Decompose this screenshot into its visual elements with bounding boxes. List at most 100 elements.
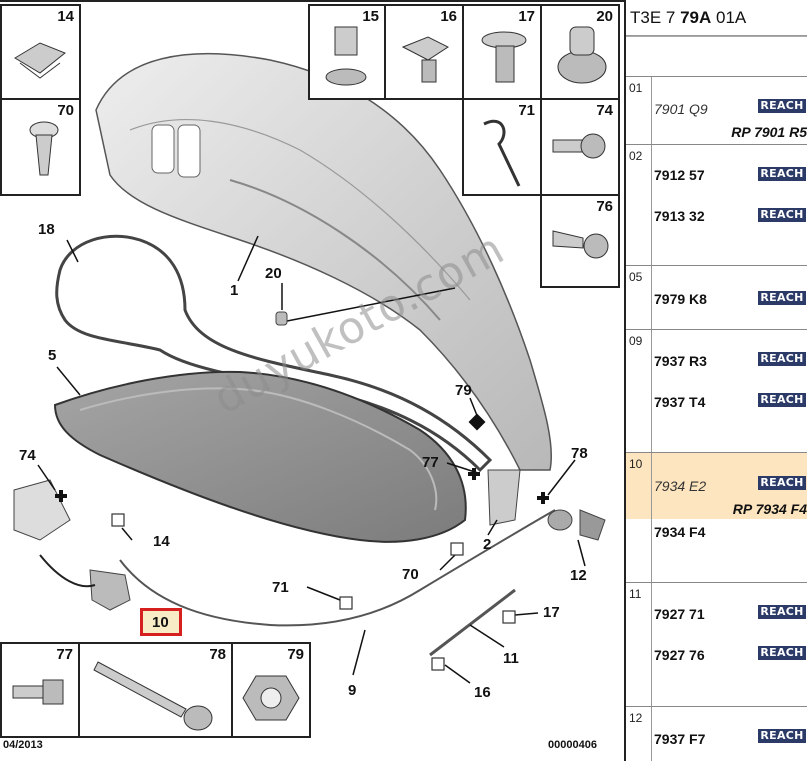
group-01[interactable]: 01 7901 Q9 REACH RP 7901 R5 xyxy=(626,76,807,144)
hood-seal xyxy=(55,234,493,473)
ref-18: 18 xyxy=(38,221,55,238)
group-05[interactable]: 05 7979 K8 REACH xyxy=(626,265,807,329)
footer-date: 04/2013 xyxy=(3,739,43,751)
ref-16: 16 xyxy=(474,684,491,701)
group-code: 01 xyxy=(629,81,643,95)
part-number[interactable]: 7913 32 xyxy=(654,208,705,224)
header-bold: 79A xyxy=(680,8,712,27)
ref-11: 11 xyxy=(503,650,519,667)
screw-icon xyxy=(552,133,606,159)
detail-cell-74[interactable]: 74 xyxy=(540,98,620,196)
ref-14: 14 xyxy=(153,533,170,550)
ref-78: 78 xyxy=(571,445,588,462)
leader-lines xyxy=(37,235,586,684)
rod-clip-icon xyxy=(481,31,527,83)
plug-icon xyxy=(325,26,367,86)
ref-5: 5 xyxy=(48,347,57,364)
part-number[interactable]: 7937 F7 xyxy=(654,731,706,747)
detail-cell-15[interactable]: 15 xyxy=(308,4,386,100)
detail-cell-20[interactable]: 20 xyxy=(540,4,620,100)
part-number[interactable]: 7927 76 xyxy=(654,647,705,663)
detail-cell-76[interactable]: 76 xyxy=(540,194,620,288)
group-code: 09 xyxy=(629,334,643,348)
reach-badge: REACH xyxy=(758,208,806,222)
parts-panel: T3E 7 79A 01A 01 7901 Q9 REACH RP 7901 R… xyxy=(624,0,807,761)
part-number[interactable]: 7901 Q9 xyxy=(654,101,708,117)
reach-badge: REACH xyxy=(758,99,806,113)
reach-badge: REACH xyxy=(758,605,806,619)
ref-9: 9 xyxy=(348,682,357,699)
part-number[interactable]: 7937 T4 xyxy=(654,394,706,410)
detail-cell-16[interactable]: 16 xyxy=(384,4,464,100)
diagram-drawing xyxy=(0,0,624,684)
header-prefix: T3E 7 xyxy=(630,8,681,27)
cell-number: 16 xyxy=(440,8,457,25)
cell-number: 74 xyxy=(596,102,613,119)
header-suffix: 01A xyxy=(711,8,747,27)
ref-12: 12 xyxy=(570,567,587,584)
long-bolt-icon xyxy=(93,661,213,731)
hood-panel xyxy=(95,52,553,471)
detail-cell-78[interactable]: 78 xyxy=(78,642,233,738)
prop-rod xyxy=(429,588,516,657)
replacement-number[interactable]: RP 7901 R5 xyxy=(731,124,807,140)
detail-cell-14[interactable]: 14 xyxy=(0,4,81,100)
insulation-pad xyxy=(53,370,467,543)
replacement-number[interactable]: RP 7934 F4 xyxy=(732,501,807,517)
group-code: 12 xyxy=(629,711,643,725)
latch xyxy=(13,479,131,611)
ref-10-highlighted[interactable]: 10 xyxy=(140,608,182,636)
ref-74: 74 xyxy=(19,447,36,464)
cell-number: 77 xyxy=(56,646,73,663)
reach-badge: REACH xyxy=(758,646,806,660)
nut-icon xyxy=(242,675,300,721)
self-tapping-screw-icon xyxy=(552,230,609,259)
detail-cell-77[interactable]: 77 xyxy=(0,642,80,738)
cell-number: 71 xyxy=(518,102,535,119)
group-09[interactable]: 09 7937 R3 REACH 7937 T4 REACH xyxy=(626,329,807,452)
cell-number: 15 xyxy=(362,8,379,25)
reach-badge: REACH xyxy=(758,291,806,305)
group-10[interactable]: 10 7934 E2 REACH RP 7934 F4 7934 F4 xyxy=(626,452,807,582)
ref-1: 1 xyxy=(230,282,239,299)
panel-header: T3E 7 79A 01A xyxy=(626,0,807,36)
ref-20: 20 xyxy=(265,265,282,282)
group-12[interactable]: 12 7937 F7 REACH xyxy=(626,706,807,761)
cell-number: 79 xyxy=(287,646,304,663)
clip-nut-icon xyxy=(401,36,450,83)
detail-cell-70[interactable]: 70 xyxy=(0,98,81,196)
cell-number: 70 xyxy=(57,102,74,119)
ref-71: 71 xyxy=(272,579,289,596)
part-number[interactable]: 7927 71 xyxy=(654,606,705,622)
part-number[interactable]: 7934 E2 xyxy=(654,478,707,494)
part-number[interactable]: 7937 R3 xyxy=(654,353,707,369)
reach-badge: REACH xyxy=(758,476,806,490)
detail-cell-17[interactable]: 17 xyxy=(462,4,542,100)
reach-badge: REACH xyxy=(758,393,806,407)
ref-17: 17 xyxy=(543,604,560,621)
group-code: 05 xyxy=(629,270,643,284)
bolt-icon xyxy=(12,679,64,705)
push-rivet-icon xyxy=(29,121,59,176)
bump-stop-icon xyxy=(557,26,607,84)
detail-cell-79[interactable]: 79 xyxy=(231,642,311,738)
reach-badge: REACH xyxy=(758,352,806,366)
ref-70: 70 xyxy=(402,566,419,583)
ref-79: 79 xyxy=(455,382,472,399)
group-code: 02 xyxy=(629,149,643,163)
cell-number: 78 xyxy=(209,646,226,663)
release-cable xyxy=(119,509,556,627)
group-11[interactable]: 11 7927 71 REACH 7927 76 REACH xyxy=(626,582,807,706)
group-02[interactable]: 02 7912 57 REACH 7913 32 REACH xyxy=(626,144,807,265)
part-number[interactable]: 7912 57 xyxy=(654,167,705,183)
lock xyxy=(547,509,606,541)
part-number[interactable]: 7934 F4 xyxy=(654,524,706,540)
reach-badge: REACH xyxy=(758,729,806,743)
hinge xyxy=(487,469,521,526)
clip-icon xyxy=(14,42,66,79)
detail-cell-71[interactable]: 71 xyxy=(462,98,542,196)
ref-77: 77 xyxy=(422,454,439,471)
part-number[interactable]: 7979 K8 xyxy=(654,291,707,307)
cell-number: 17 xyxy=(518,8,535,25)
cell-number: 20 xyxy=(596,8,613,25)
